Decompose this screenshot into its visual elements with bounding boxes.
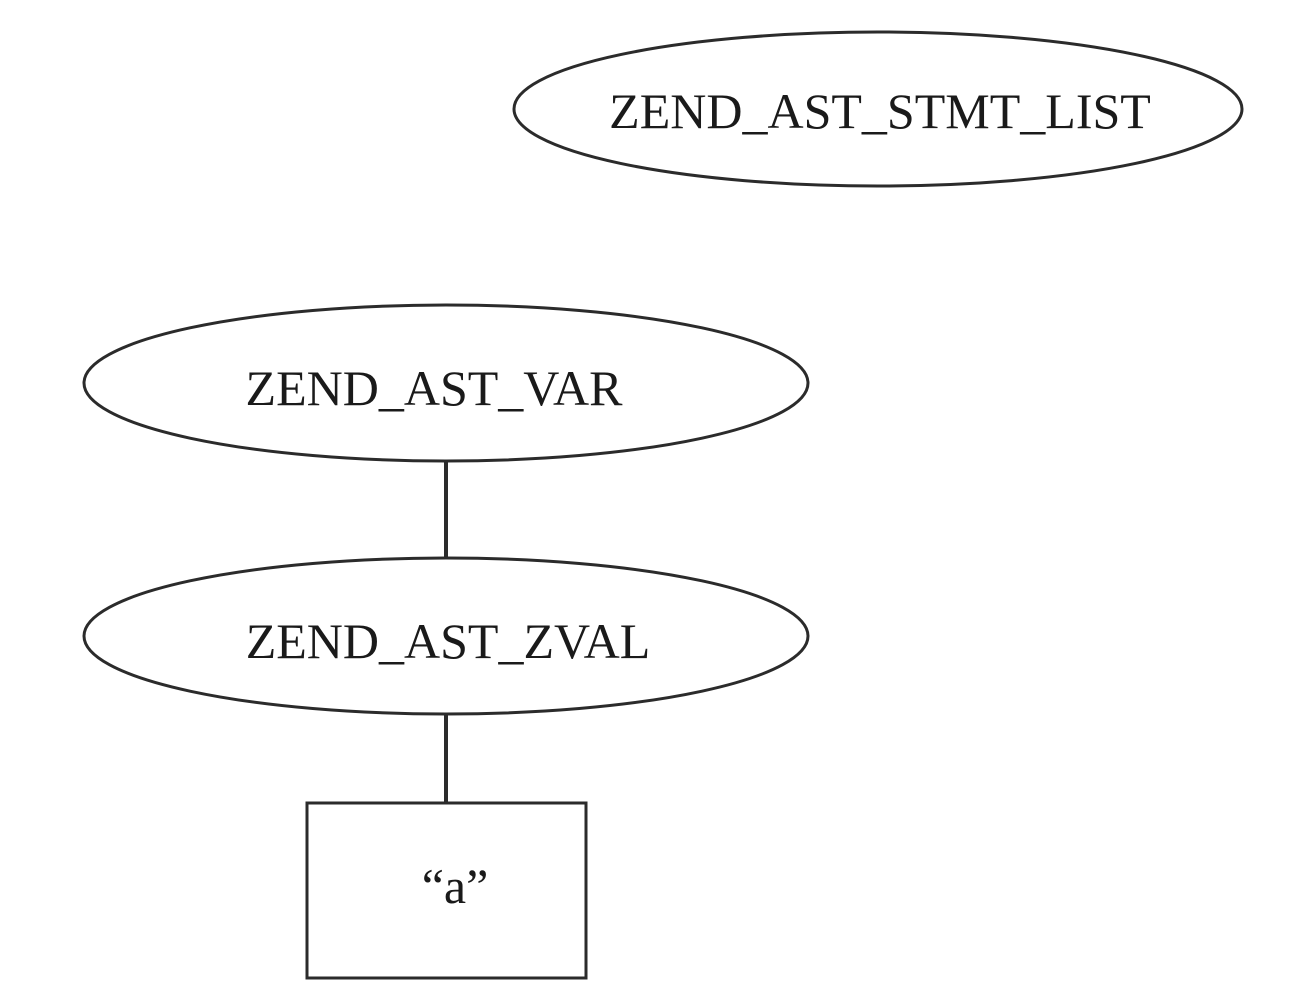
var-label: ZEND_AST_VAR: [246, 360, 624, 416]
node-literal: “a”: [305, 801, 588, 980]
node-stmt-list: ZEND_AST_STMT_LIST: [512, 30, 1244, 188]
node-zval: ZEND_AST_ZVAL: [82, 556, 810, 716]
var-ellipse: [82, 303, 810, 463]
stmt-list-label: ZEND_AST_STMT_LIST: [609, 83, 1151, 139]
stmt-list-ellipse: [512, 30, 1244, 188]
zval-label: ZEND_AST_ZVAL: [246, 613, 651, 669]
literal-box: [305, 801, 588, 980]
literal-label: “a”: [422, 858, 489, 914]
zval-ellipse: [82, 556, 810, 716]
node-var: ZEND_AST_VAR: [82, 303, 810, 463]
